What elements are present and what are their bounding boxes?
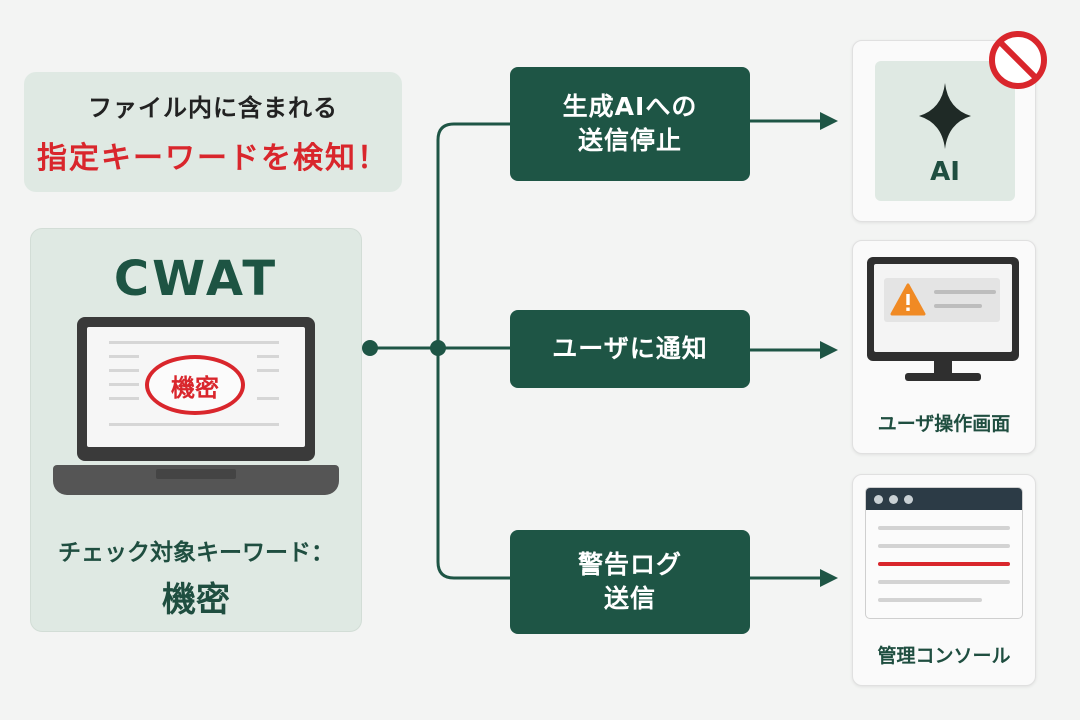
target-admin-console-card: 管理コンソール xyxy=(852,474,1036,686)
headline-line2: 指定キーワードを検知！ xyxy=(37,140,389,176)
connector-node xyxy=(362,340,378,356)
target-ai-card: AI xyxy=(852,31,1047,222)
action-label: 警告ログ 送信 xyxy=(577,550,682,613)
arrow-head xyxy=(820,569,838,587)
laptop-trackpad xyxy=(156,469,236,479)
action-send-warning-log: 警告ログ 送信 xyxy=(510,530,750,634)
ai-tile: AI xyxy=(875,61,1015,201)
console-window-icon xyxy=(865,487,1023,619)
laptop-icon: 機密 xyxy=(77,317,315,461)
arrow-head xyxy=(820,341,838,359)
target-caption: 管理コンソール xyxy=(877,645,1011,667)
arrow-head xyxy=(820,112,838,130)
cwat-title: CWAT xyxy=(113,251,279,307)
laptop-base xyxy=(53,465,339,495)
keyword-value: 機密 xyxy=(162,580,230,620)
warning-icon xyxy=(890,283,926,316)
headline-line1: ファイル内に含まれる xyxy=(88,93,338,122)
monitor-warning-icon xyxy=(867,257,1019,361)
laptop-display: 機密 xyxy=(87,327,305,447)
target-caption: ユーザ操作画面 xyxy=(877,413,1011,435)
prohibited-icon xyxy=(989,31,1047,89)
confidential-stamp: 機密 xyxy=(145,355,245,415)
action-stop-ai-send: 生成AIへの 送信停止 xyxy=(510,67,750,181)
target-user-screen-card: ユーザ操作画面 xyxy=(852,240,1036,454)
action-notify-user: ユーザに通知 xyxy=(510,310,750,388)
connector-node xyxy=(430,340,446,356)
ai-label: AI xyxy=(930,157,960,187)
cwat-card: CWAT 機密 チェック対象キーワード： 機密 xyxy=(30,228,362,632)
headline-card: ファイル内に含まれる 指定キーワードを検知！ xyxy=(24,72,402,192)
keyword-label: チェック対象キーワード： xyxy=(58,540,334,566)
action-label: ユーザに通知 xyxy=(552,334,708,364)
action-label: 生成AIへの 送信停止 xyxy=(562,92,698,155)
sparkle-icon xyxy=(919,83,971,149)
